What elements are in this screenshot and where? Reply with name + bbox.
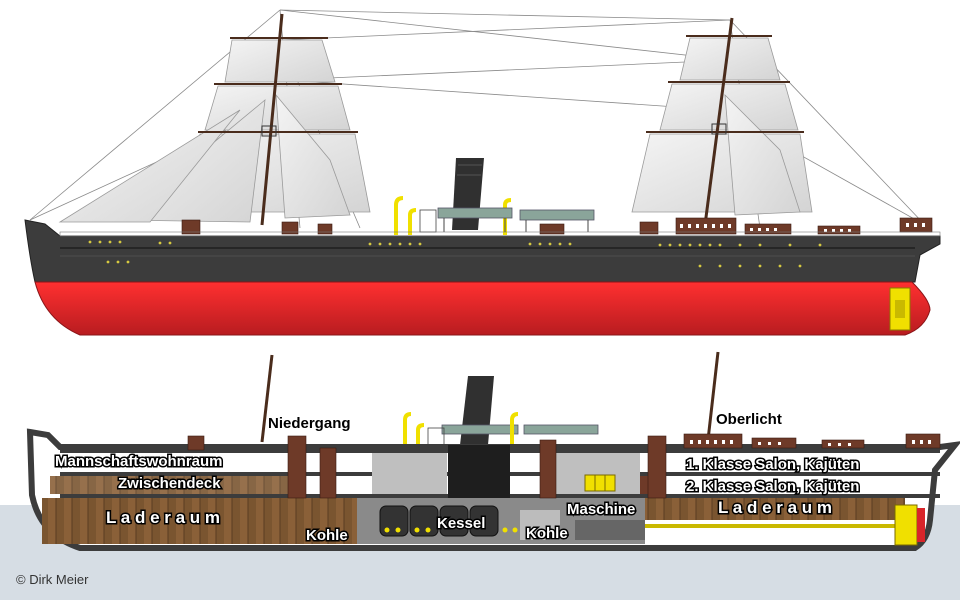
label-laderaum-fore: L a d e r a u m (106, 508, 220, 527)
label-mannschaftswohnraum: Mannschaftswohnraum (55, 453, 223, 470)
hull-red-exterior (34, 281, 931, 336)
mainmast-sails (631, 37, 813, 216)
section-view: Niedergang Oberlicht Mannschaftswohnraum… (0, 351, 960, 600)
deckhouses-section (683, 433, 941, 449)
label-salon-1: 1. Klasse Salon, Kajüten (686, 456, 859, 473)
label-kessel: Kessel (437, 515, 485, 532)
ventilators-exterior (394, 196, 512, 235)
hull-black-exterior (24, 219, 941, 283)
awning-1 (437, 207, 513, 219)
funnel-section (460, 376, 494, 445)
label-salon-2: 2. Klasse Salon, Kajüten (686, 478, 859, 495)
label-maschine: Maschine (567, 501, 635, 518)
hatches (187, 435, 667, 499)
engine (575, 474, 645, 540)
cargo-hold-aft (645, 498, 905, 520)
deckhouse-windows (680, 223, 925, 232)
foremast-sails (58, 39, 371, 223)
ventilators-section (403, 412, 519, 505)
foremast (260, 13, 284, 226)
mainmast (703, 17, 734, 226)
boilers (379, 505, 499, 537)
label-zwischendeck: Zwischendeck (118, 475, 221, 492)
label-laderaum-aft: L a d e r a u m (718, 498, 832, 517)
funnel-exterior (452, 158, 484, 230)
exterior-view (24, 9, 941, 336)
label-kohle-fore: Kohle (306, 527, 348, 544)
propeller-shaft (645, 524, 900, 528)
cargo-hold-fore (42, 498, 357, 544)
label-kohle-aft: Kohle (526, 525, 568, 542)
label-oberlicht: Oberlicht (716, 411, 782, 428)
awning-2 (519, 209, 595, 221)
label-niedergang: Niedergang (268, 415, 351, 432)
portholes (88, 240, 822, 268)
copyright-credit: © Dirk Meier (16, 572, 89, 587)
